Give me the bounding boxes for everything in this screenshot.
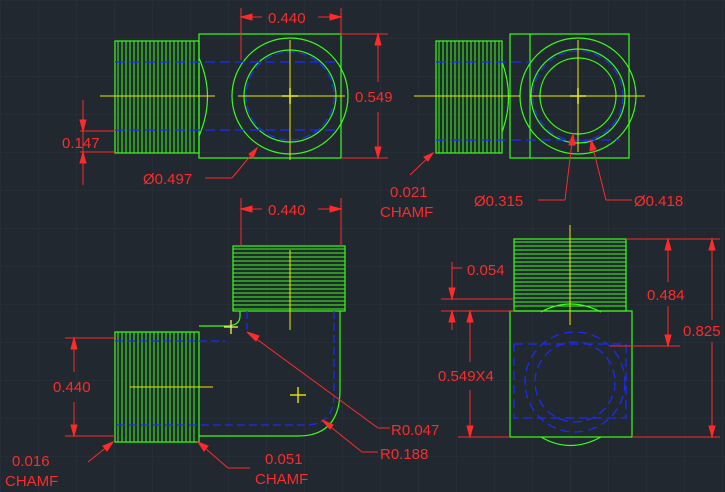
- dim-tr-dia-inner[interactable]: Ø0.315: [474, 193, 523, 210]
- thread-hatch-tr: [438, 41, 500, 153]
- hidden-circle-br-outer: [524, 331, 626, 433]
- dim-tr-dia-outer[interactable]: Ø0.418: [634, 193, 683, 210]
- neck-arc-br-top: [540, 303, 602, 313]
- inner-corner-bl: [199, 311, 241, 327]
- thread-outline-bl-top: [232, 245, 346, 312]
- dim-bl-radius-small[interactable]: R0.047: [391, 422, 439, 439]
- dimensions-br: [441, 237, 720, 439]
- dimensions-bl: [65, 198, 390, 469]
- dim-bl-radius-large[interactable]: R0.188: [380, 446, 428, 463]
- neck-curve-tr: [501, 61, 510, 133]
- dim-tl-diameter[interactable]: Ø0.497: [143, 171, 192, 188]
- dim-tl-height[interactable]: 0.549: [355, 89, 393, 106]
- hidden-circle-br-inner: [534, 341, 616, 423]
- dim-br-small[interactable]: 0.054: [467, 262, 505, 279]
- view-bottom-right[interactable]: 0.054 0.484 0.825 0.549X4: [438, 225, 721, 446]
- view-bottom-left[interactable]: 0.440 0.440 R0.047 R0.188 0.016 CHAMF 0.…: [5, 198, 439, 490]
- dim-br-height-c[interactable]: 0.549X4: [438, 368, 494, 385]
- dim-bl-chamf-left-value[interactable]: 0.016: [12, 453, 50, 470]
- dim-bl-chamf-left-word[interactable]: CHAMF: [5, 473, 58, 490]
- dimensions-tr: [409, 132, 632, 201]
- dim-bl-left-height[interactable]: 0.440: [53, 379, 91, 396]
- dim-br-height-a[interactable]: 0.484: [647, 287, 685, 304]
- dim-br-height-b[interactable]: 0.825: [683, 323, 721, 340]
- thread-outline-tr: [435, 40, 503, 154]
- hidden-bl-3: [115, 394, 335, 426]
- body-outline-br: [509, 310, 633, 438]
- neck-arc-br-bottom: [540, 436, 602, 446]
- dimensions-tl: [79, 8, 388, 185]
- hidden-rect-br: [513, 343, 627, 419]
- dim-bl-chamf-right-value[interactable]: 0.051: [265, 451, 303, 468]
- dim-tr-chamf-value[interactable]: 0.021: [390, 184, 428, 201]
- dim-bl-top-width[interactable]: 0.440: [268, 202, 306, 219]
- neck-curve-tl: [198, 57, 209, 137]
- dim-tr-chamf-word[interactable]: CHAMF: [380, 204, 433, 221]
- view-top-right[interactable]: 0.021 CHAMF Ø0.315 Ø0.418: [380, 33, 683, 221]
- view-top-left[interactable]: 0.440 0.549 0.147 Ø0.497: [62, 8, 393, 188]
- dim-tl-top-width[interactable]: 0.440: [268, 10, 306, 27]
- thread-hatch-bl-top: [233, 248, 345, 310]
- dim-bl-chamf-right-word[interactable]: CHAMF: [255, 471, 308, 488]
- dim-tl-thread-small[interactable]: 0.147: [62, 135, 100, 152]
- thread-hatch-tl: [117, 41, 195, 153]
